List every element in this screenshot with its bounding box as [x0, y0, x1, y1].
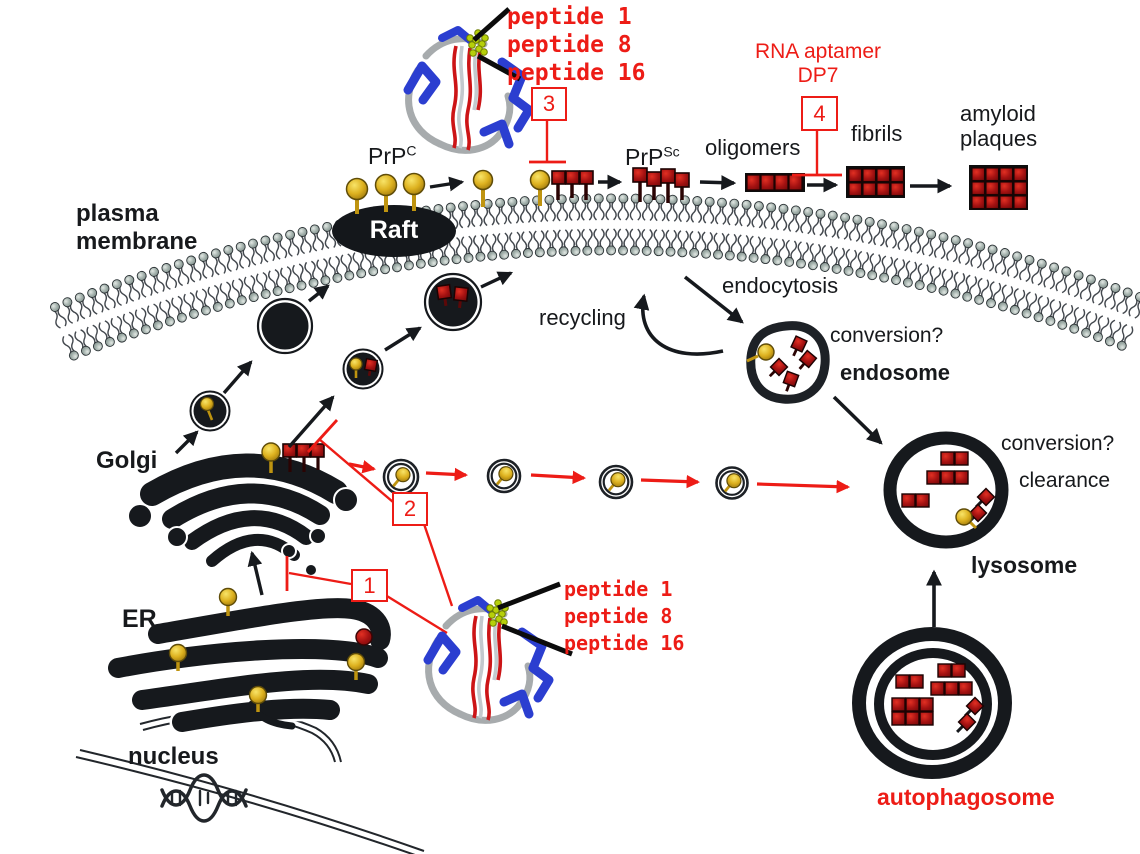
prp-structure-top	[408, 7, 529, 150]
prpc-single	[472, 169, 494, 207]
prpc-base: PrP	[368, 143, 407, 169]
secretory-vesicle-small-right	[342, 348, 384, 390]
inhibitor-box-3: 3	[531, 87, 567, 121]
lysosome-label: lysosome	[971, 552, 1078, 578]
plasma-membrane-label-line2: membrane	[76, 228, 198, 255]
autophagy-route-arrows	[348, 460, 851, 494]
lipid-raft	[332, 172, 456, 257]
conversion-lysosome-label: conversion?	[1001, 432, 1115, 455]
amyloid-plaques-shape	[969, 165, 1028, 210]
inhibition-lines	[285, 118, 842, 635]
prpsc-base: PrP	[625, 144, 664, 170]
oligomers-label: oligomers	[705, 135, 801, 160]
autophagic-vesicle-row	[382, 458, 749, 500]
er-gpi-anchors	[168, 587, 373, 712]
prpsc-sup: Sc	[663, 143, 680, 160]
secretory-vesicle-large-right	[423, 272, 483, 332]
er-to-golgi-arrow	[247, 550, 264, 596]
inhibitor-box-2: 2	[392, 492, 428, 526]
pointer-line	[476, 53, 522, 82]
golgi-prp-cargo	[261, 442, 325, 473]
endocytosis-label: endocytosis	[722, 273, 839, 298]
trafficking-arrows	[174, 174, 953, 627]
autophagosome-label: autophagosome	[877, 784, 1055, 810]
peptide-16-label-bottom: peptide 16	[564, 631, 685, 655]
inhibitor-1-stem	[288, 571, 352, 586]
oligomers-shape	[745, 173, 805, 192]
plasma-membrane-label-line1: plasma	[76, 200, 159, 227]
inhibitor-box-4: 4	[801, 96, 838, 131]
prpc-gpi-ball	[345, 177, 369, 201]
inhibitor-box-1: 1	[351, 569, 388, 602]
endocytosis-arrow	[683, 275, 744, 324]
recycling-arrow	[633, 293, 724, 356]
peptide-1-label-bottom: peptide 1	[564, 577, 673, 601]
golgi-label: Golgi	[96, 447, 158, 474]
lysosome-organelle	[883, 431, 1009, 549]
rna-aptamer-label-line1: RNA aptamer	[754, 40, 882, 63]
endosome-label: endosome	[840, 360, 951, 385]
golgi-organelle	[127, 442, 359, 577]
inhibitor-1-to-protein	[381, 591, 448, 635]
prpc-label: PrPC	[368, 142, 417, 169]
fibrils-label: fibrils	[851, 121, 903, 146]
prp-conversion-intermediate	[529, 169, 594, 206]
peptide-8-label-bottom: peptide 8	[564, 604, 673, 628]
er-organelle	[105, 587, 394, 735]
endosome-organelle	[746, 321, 830, 404]
peptide-8-label-top: peptide 8	[507, 32, 632, 58]
prpc-sup: C	[406, 142, 417, 159]
rna-aptamer-label-line2: DP7	[797, 64, 839, 87]
amyloid-label-line2: plaques	[960, 126, 1038, 151]
autophagosome-organelle	[852, 627, 1012, 779]
prpsc-membrane-cluster	[632, 167, 690, 203]
nuclear-envelope	[75, 710, 425, 854]
raft-label: Raft	[369, 216, 419, 244]
recycling-label: recycling	[539, 305, 626, 330]
dna-icon	[160, 773, 248, 823]
clearance-label: clearance	[1019, 469, 1111, 492]
misfolded-prp-dot	[355, 628, 373, 646]
peptide-1-label-top: peptide 1	[507, 4, 632, 30]
peptide-16-label-top: peptide 16	[507, 60, 646, 86]
inhibitor-2-stem	[318, 438, 394, 503]
secretory-vesicle-large-left	[256, 297, 314, 355]
nucleus-label: nucleus	[128, 743, 219, 770]
golgi-to-vesicle-arrow-blocked	[287, 395, 335, 449]
secretory-vesicle-small-left	[189, 390, 231, 432]
inhibitor-2-tbar	[306, 419, 339, 453]
fibrils-shape	[846, 166, 905, 198]
endosome-prpsc	[768, 335, 818, 392]
amyloid-label-line1: amyloid	[960, 101, 1036, 126]
endosome-to-lysosome-arrow	[832, 395, 883, 445]
pointer-line	[497, 581, 561, 611]
pointer-line	[472, 7, 511, 42]
prpsc-label: PrPSc	[625, 143, 680, 170]
pointer-line	[501, 623, 573, 657]
plasma-membrane-bilayer	[50, 193, 1140, 361]
prp-structure-bottom	[428, 581, 573, 720]
conversion-endosome-label: conversion?	[830, 324, 944, 347]
er-label: ER	[122, 605, 157, 633]
inhibitor-2-to-protein	[421, 520, 454, 607]
